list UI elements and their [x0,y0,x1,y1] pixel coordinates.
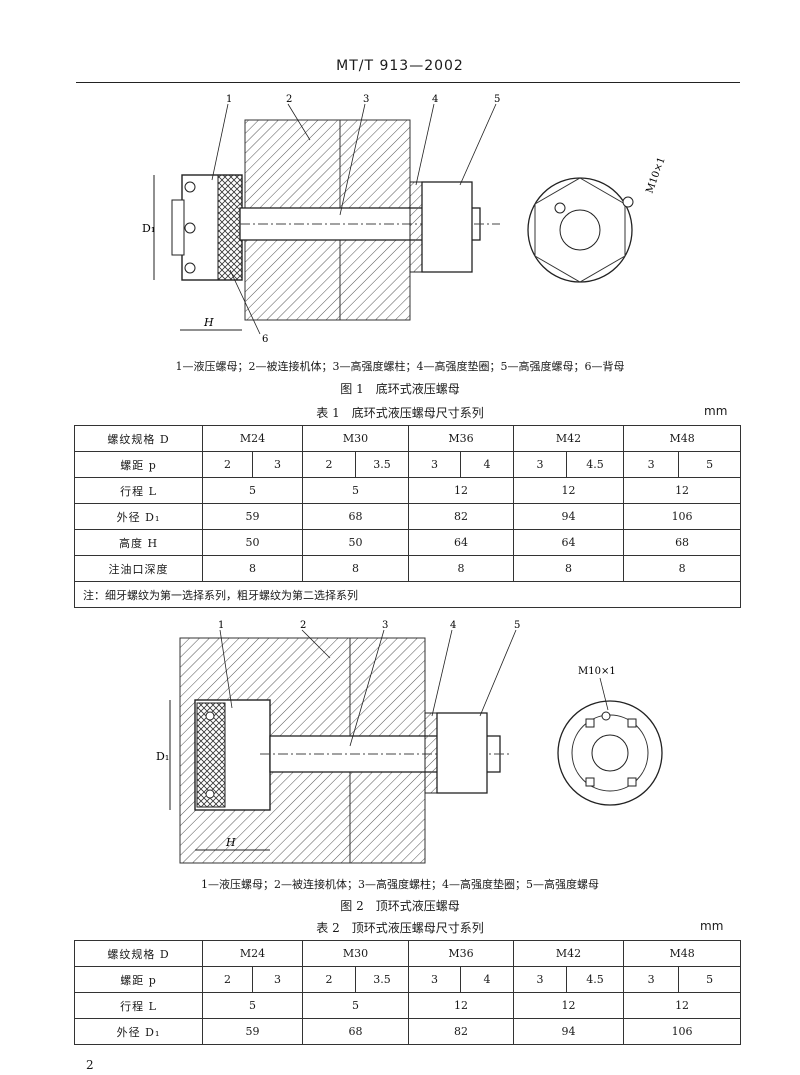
table-2-unit: mm [700,919,724,933]
fig1-washer [409,181,423,273]
fig2-callout-3: 3 [382,620,388,631]
fig1-callout-6: 6 [262,334,268,345]
table-row: 注油口深度 8 8 8 8 8 [74,555,742,582]
fig1-callout-3: 3 [363,94,369,105]
table-1-title: 表 1 底环式液压螺母尺寸系列 [316,406,484,420]
row-label: 外径 D₁ [74,1018,203,1045]
row-label: 注油口深度 [74,555,203,582]
fig1-callout-5: 5 [494,94,500,105]
row-label: 行程 L [74,477,203,504]
fig1-dim-h: H [203,316,214,329]
figure-2-legend: 1—液压螺母；2—被连接机体；3—高强度螺柱；4—高强度垫圈；5—高强度螺母 [201,878,599,891]
table-row: 螺距 p 2 3 2 3.5 3 4 3 4.5 3 5 [74,451,742,478]
row-label: 行程 L [74,992,203,1019]
table-1-note: 注：细牙螺纹为第一选择系列，粗牙螺纹为第二选择系列 [73,581,742,608]
table-row: 螺纹规格 D M24 M30 M36 M42 M48 [74,425,742,452]
fig1-thread-label: M10×1 [644,156,667,195]
table-row: 高度 H 50 50 64 64 68 [74,529,742,556]
figure-2-caption: 图 2 顶环式液压螺母 [340,899,460,913]
fig1-callout-2: 2 [286,94,292,105]
fig2-dim-d1: D₁ [156,750,169,763]
fig2-callout-5: 5 [514,620,520,631]
figure-2-drawing: D₁ H 1 2 3 4 5 M10×1 [156,620,663,864]
table-row: 螺距 p 2 3 2 3.5 3 4 3 4.5 3 5 [74,966,742,993]
fig2-nut [436,712,488,794]
row-label: 外径 D₁ [74,503,203,530]
page-header: MT/T 913—2002 [336,58,464,74]
fig1-callout-1: 1 [226,94,232,105]
fig2-thread-label: M10×1 [578,666,616,677]
figure-1-legend: 1—液压螺母；2—被连接机体；3—高强度螺柱；4—高强度垫圈；5—高强度螺母；6… [175,360,625,373]
row-label: 螺纹规格 D [74,940,203,967]
row-label: 螺距 p [74,966,203,993]
fig2-dim-h: H [225,836,236,849]
fig2-callout-1: 1 [218,620,224,631]
table-2-title: 表 2 顶环式液压螺母尺寸系列 [316,921,484,935]
table-1: 螺纹规格 D M24 M30 M36 M42 M48 螺距 p 2 3 2 3.… [73,425,742,608]
table-row: 行程 L 5 5 12 12 12 [74,477,742,504]
fig2-washer [424,712,438,794]
table-row: 外径 D₁ 59 68 82 94 106 [74,1018,742,1045]
table-1-unit: mm [704,404,728,418]
figure-1-caption: 图 1 底环式液压螺母 [340,382,460,396]
fig1-dim-d1: D₁ [142,222,155,235]
table-row: 螺纹规格 D M24 M30 M36 M42 M48 [74,940,742,967]
row-label: 螺纹规格 D [74,425,203,452]
row-label: 螺距 p [74,451,203,478]
fig2-callout-2: 2 [300,620,306,631]
figure-1-drawing: D₁ H 1 2 3 4 5 6 M10×1 [142,94,668,345]
fig1-callout-4: 4 [432,94,438,105]
table-row: 行程 L 5 5 12 12 12 [74,992,742,1019]
fig1-nut [421,181,473,273]
table-row: 注：细牙螺纹为第一选择系列，粗牙螺纹为第二选择系列 [73,581,742,608]
page-number: 2 [86,1058,94,1072]
row-label: 高度 H [74,529,203,556]
table-2: 螺纹规格 D M24 M30 M36 M42 M48 螺距 p 2 3 2 3.… [74,940,742,1045]
fig2-callout-4: 4 [450,620,456,631]
fig1-seal-ring [217,174,243,281]
header-rule [76,82,740,83]
table-row: 外径 D₁ 59 68 82 94 106 [74,503,742,530]
